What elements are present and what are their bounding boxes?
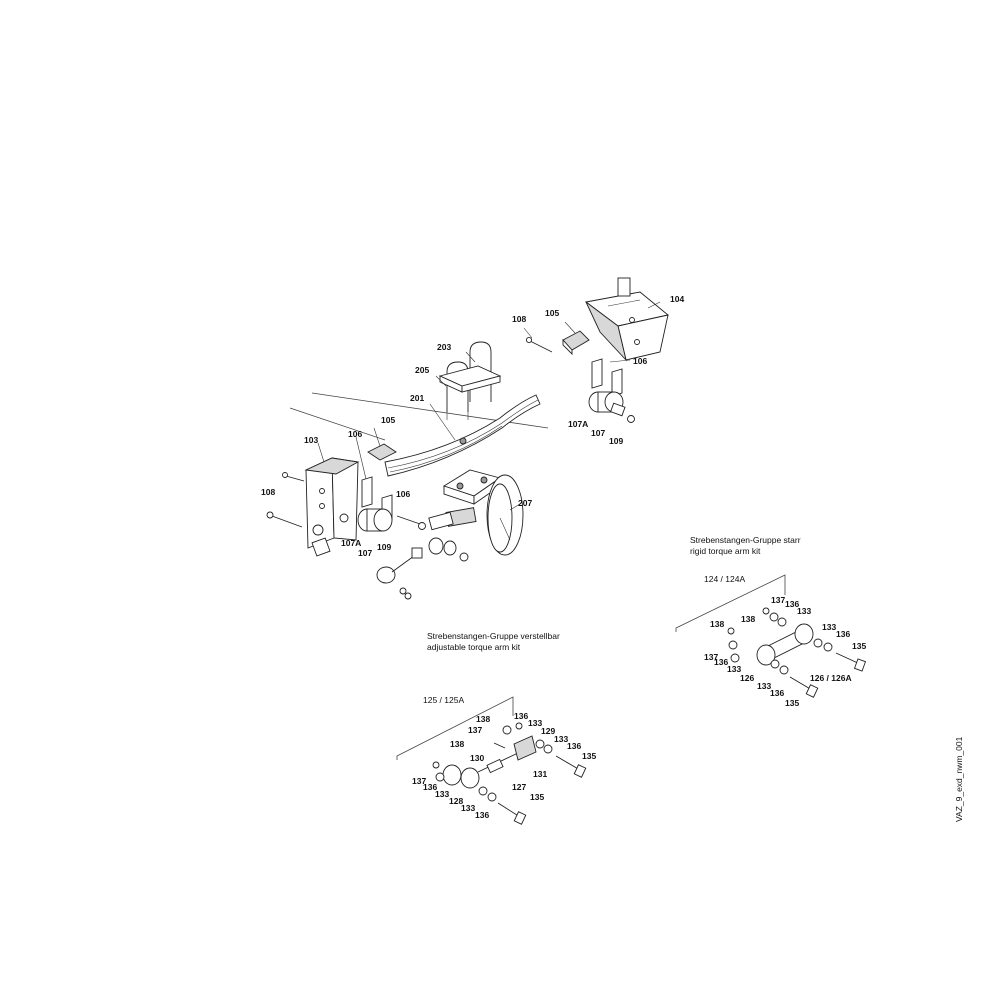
- callout-203: 203: [437, 342, 451, 352]
- callout-105-left: 105: [381, 415, 395, 425]
- part-207-brake-drum: [486, 474, 524, 556]
- adj-callout-137-top: 137: [468, 725, 482, 735]
- rigid-callout-135-right: 135: [852, 641, 866, 651]
- adj-callout-136-left: 136: [423, 782, 437, 792]
- callout-108-left: 108: [261, 487, 275, 497]
- adj-callout-135-right: 135: [582, 751, 596, 761]
- rigid-callout-126-126A: 126 / 126A: [810, 673, 852, 683]
- callout-109-left: 109: [377, 542, 391, 552]
- main-leader-lines: [317, 301, 661, 511]
- rigid-callout-136-right: 136: [836, 629, 850, 639]
- torque-arm-attachment: [376, 537, 469, 600]
- rigid-callout-126: 126: [740, 673, 754, 683]
- rigid-callout-133-left: 133: [727, 664, 741, 674]
- drawing-id: VAZ_9_exd_nwm_001: [954, 736, 964, 822]
- rigid-torque-arm-parts: [727, 607, 867, 698]
- rigid-callout-138-top: 138: [741, 614, 755, 624]
- part-107-bushing-group-left: [357, 508, 426, 532]
- rigid-kit-caption-en: rigid torque arm kit: [690, 546, 761, 556]
- axle-seat: [428, 469, 502, 531]
- rigid-callout-136-bottom: 136: [770, 688, 784, 698]
- callout-103: 103: [304, 435, 318, 445]
- callout-107-left: 107: [358, 548, 372, 558]
- rigid-callout-137-left: 137: [704, 652, 718, 662]
- rigid-kit-caption-de: Strebenstangen-Gruppe starr: [690, 535, 801, 545]
- rigid-callout-133-right: 133: [822, 622, 836, 632]
- adj-callout-128: 128: [449, 796, 463, 806]
- part-201-leaf-spring: [384, 394, 541, 477]
- adj-callout-130: 130: [470, 753, 484, 763]
- callout-201: 201: [410, 393, 424, 403]
- part-107-bushing-group: [588, 391, 635, 423]
- callout-205: 205: [415, 365, 429, 375]
- rigid-callout-133-bottom: 133: [757, 681, 771, 691]
- adj-callout-131: 131: [533, 769, 547, 779]
- part-105-wear-pad: [562, 330, 590, 356]
- adjustable-kit-caption-de: Strebenstangen-Gruppe verstellbar: [427, 631, 560, 641]
- rigid-callout-136-left: 136: [714, 657, 728, 667]
- adjustable-kit-caption-en: adjustable torque arm kit: [427, 642, 521, 652]
- adj-callout-133-top: 133: [528, 718, 542, 728]
- part-105-wear-pad-left: [367, 443, 397, 461]
- callout-107A-left: 107A: [341, 538, 361, 548]
- callout-109-top: 109: [609, 436, 623, 446]
- adj-callout-127: 127: [512, 782, 526, 792]
- callout-108-top: 108: [512, 314, 526, 324]
- part-106-spacer-plates: [591, 358, 623, 397]
- callout-207: 207: [518, 498, 532, 508]
- adj-callout-133-left: 133: [435, 789, 449, 799]
- rigid-callout-137-top: 137: [771, 595, 785, 605]
- adj-callout-136-top: 136: [514, 711, 528, 721]
- adjustable-torque-arm-parts: [432, 722, 587, 825]
- part-103-front-hanger: [304, 457, 360, 557]
- adj-callout-135-bottom: 135: [530, 792, 544, 802]
- adj-callout-136-bottom: 136: [475, 810, 489, 820]
- callout-106-top: 106: [633, 356, 647, 366]
- adj-callout-136-right: 136: [567, 741, 581, 751]
- rigid-callout-133-top: 133: [797, 606, 811, 616]
- callout-107A-top: 107A: [568, 419, 588, 429]
- callout-105-top: 105: [545, 308, 559, 318]
- rigid-callout-136-top: 136: [785, 599, 799, 609]
- part-108-bolt: [525, 336, 553, 353]
- adj-callout-137-left: 137: [412, 776, 426, 786]
- adj-callout-138-left: 138: [450, 739, 464, 749]
- adj-callout-133-bottom: 133: [461, 803, 475, 813]
- part-205-u-bolt-plate: [438, 365, 502, 393]
- part-104-hanger-bracket: [584, 277, 670, 362]
- rigid-kit-number: 124 / 124A: [704, 574, 745, 584]
- adj-callout-133-right: 133: [554, 734, 568, 744]
- callout-107-top: 107: [591, 428, 605, 438]
- rigid-callout-138-left: 138: [710, 619, 724, 629]
- adj-callout-129: 129: [541, 726, 555, 736]
- adjustable-kit-bracket: [396, 696, 514, 760]
- callout-104: 104: [670, 294, 684, 304]
- rigid-callout-135-bottom: 135: [785, 698, 799, 708]
- adjustable-kit-number: 125 / 125A: [423, 695, 464, 705]
- rigid-kit-bracket: [675, 574, 786, 632]
- callout-106-mid: 106: [348, 429, 362, 439]
- part-108-bolts-left: [266, 472, 305, 528]
- callout-106-left: 106: [396, 489, 410, 499]
- adj-callout-138-top: 138: [476, 714, 490, 724]
